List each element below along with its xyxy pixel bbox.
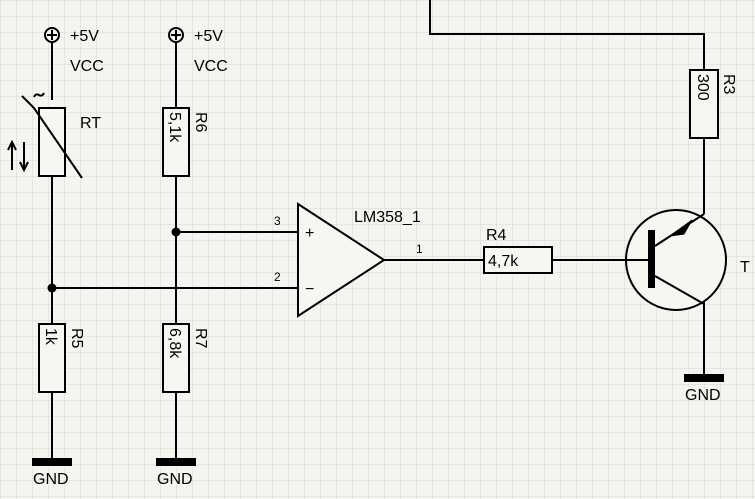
resistor-ref-label: R3 xyxy=(720,74,737,95)
resistor-value-label: 6,8k xyxy=(166,328,183,359)
pin-number-out: 1 xyxy=(416,242,423,256)
ground-bar-icon xyxy=(156,458,196,466)
ground-label: GND xyxy=(685,387,721,404)
supply-voltage-label: +5V xyxy=(194,28,223,45)
opamp-plus-sign: + xyxy=(305,225,314,242)
thermistor-rt[interactable]: RT xyxy=(7,92,101,179)
ground-bar-icon xyxy=(684,374,724,382)
resistor-body xyxy=(689,69,719,139)
ground-transistor: GND xyxy=(684,374,724,404)
resistor-r5[interactable]: 1k R5 xyxy=(38,323,85,393)
resistor-body xyxy=(38,323,66,393)
thermistor-label: RT xyxy=(80,115,101,132)
ground-r5: GND xyxy=(32,458,72,488)
supply-net-label: VCC xyxy=(194,58,228,75)
vcc-supply-r6: +5V VCC xyxy=(168,27,228,75)
resistor-value-label: 5,1k xyxy=(166,112,183,143)
resistor-r7[interactable]: 6,8k R7 xyxy=(162,323,209,393)
resistor-ref-label: R6 xyxy=(192,112,209,133)
resistor-r4[interactable]: 4,7k R4 xyxy=(483,227,553,274)
plus-icon xyxy=(47,30,57,40)
resistor-value-label: 4,7k xyxy=(488,253,519,270)
junction-dot-minus xyxy=(47,283,57,293)
junction-dot-plus xyxy=(171,227,181,237)
resistor-ref-label: R4 xyxy=(486,227,507,244)
ground-r7: GND xyxy=(156,458,196,488)
emitter-lead xyxy=(654,275,705,305)
transistor-label: T xyxy=(740,259,750,276)
resistor-value-label: 1k xyxy=(42,328,59,346)
resistor-body xyxy=(162,323,190,393)
plus-icon xyxy=(171,30,181,40)
opamp-lm358[interactable]: + − 3 2 1 LM358_1 xyxy=(274,202,423,318)
supply-voltage-label: +5V xyxy=(70,28,99,45)
resistor-value-label: 300 xyxy=(694,74,711,101)
opamp-minus-sign: − xyxy=(305,281,314,298)
opamp-triangle xyxy=(297,202,386,318)
ground-bar-icon xyxy=(32,458,72,466)
ground-label: GND xyxy=(33,471,69,488)
opamp-label: LM358_1 xyxy=(354,209,421,226)
resistor-body xyxy=(483,246,553,274)
vcc-supply-rt: +5V VCC xyxy=(44,27,104,75)
pin-number-plus: 3 xyxy=(274,214,281,228)
pin-number-minus: 2 xyxy=(274,270,281,284)
wire-top-r3 xyxy=(429,0,705,70)
resistor-ref-label: R5 xyxy=(68,328,85,349)
base-bar xyxy=(648,230,655,288)
resistor-r6[interactable]: 5,1k R6 xyxy=(162,107,209,177)
ground-label: GND xyxy=(157,471,193,488)
arrow-down-icon xyxy=(19,142,29,173)
resistor-body xyxy=(162,107,190,177)
wires xyxy=(51,0,705,458)
temperature-mark-icon xyxy=(33,92,45,98)
arrow-up-icon xyxy=(7,139,17,170)
thermistor-slash-icon xyxy=(21,95,83,179)
resistor-ref-label: R7 xyxy=(192,328,209,349)
transistor-t[interactable]: T xyxy=(625,209,750,311)
emitter-arrow-icon xyxy=(669,219,693,237)
thermistor-body xyxy=(38,107,66,177)
supply-net-label: VCC xyxy=(70,58,104,75)
resistor-r3[interactable]: 300 R3 xyxy=(689,69,737,139)
